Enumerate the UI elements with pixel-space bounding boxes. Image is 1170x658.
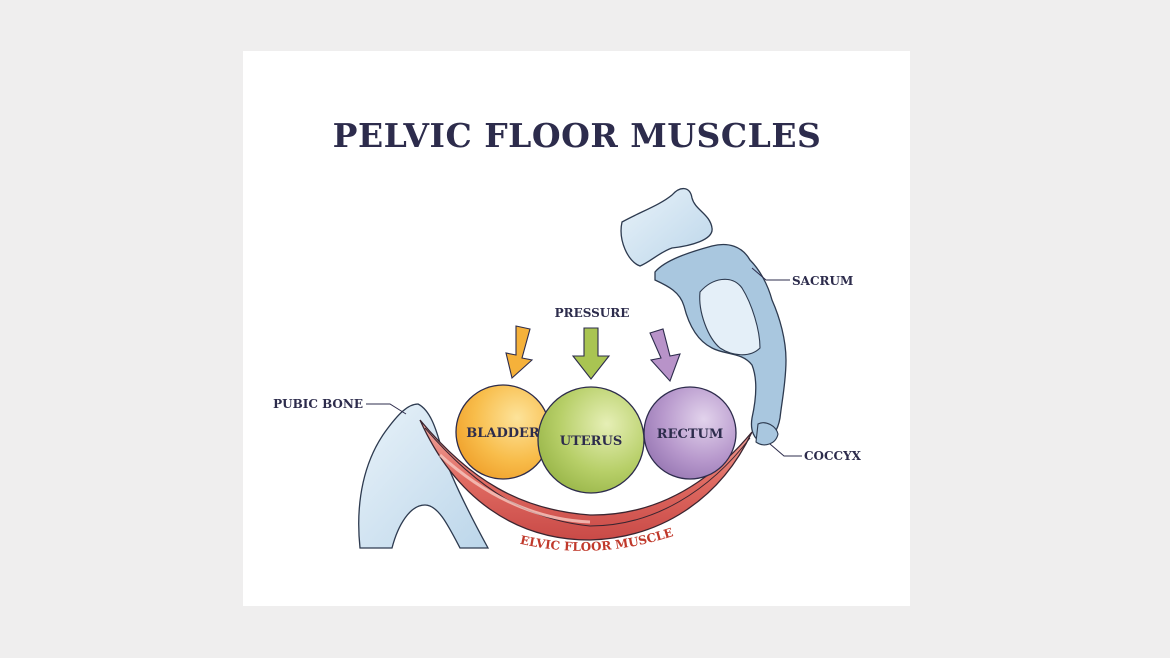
coccyx-label: COCCYX bbox=[804, 449, 862, 463]
bladder-label: BLADDER bbox=[466, 426, 540, 441]
sacrum-label: SACRUM bbox=[792, 274, 853, 288]
pressure-arrow-center bbox=[571, 327, 611, 380]
pressure-label: PRESSURE bbox=[555, 306, 630, 320]
coccyx-leader-line bbox=[769, 443, 802, 457]
sacrum-leader-line bbox=[751, 267, 790, 281]
rectum-organ: RECTUM bbox=[643, 386, 737, 480]
pressure-arrow-right bbox=[649, 328, 681, 383]
pressure-arrow-left bbox=[505, 325, 534, 380]
diagram-title: PELVIC FLOOR MUSCLES bbox=[333, 116, 822, 155]
sacrum-coccyx-shape bbox=[620, 187, 787, 446]
uterus-label: UTERUS bbox=[560, 434, 622, 449]
pubic-bone-label: PUBIC BONE bbox=[273, 397, 363, 411]
pubic-bone-leader-line bbox=[366, 403, 407, 415]
uterus-organ: UTERUS bbox=[537, 386, 645, 494]
rectum-label: RECTUM bbox=[657, 427, 723, 442]
pelvic-floor-muscle-shape bbox=[419, 419, 753, 541]
bladder-organ: BLADDER bbox=[455, 384, 551, 480]
